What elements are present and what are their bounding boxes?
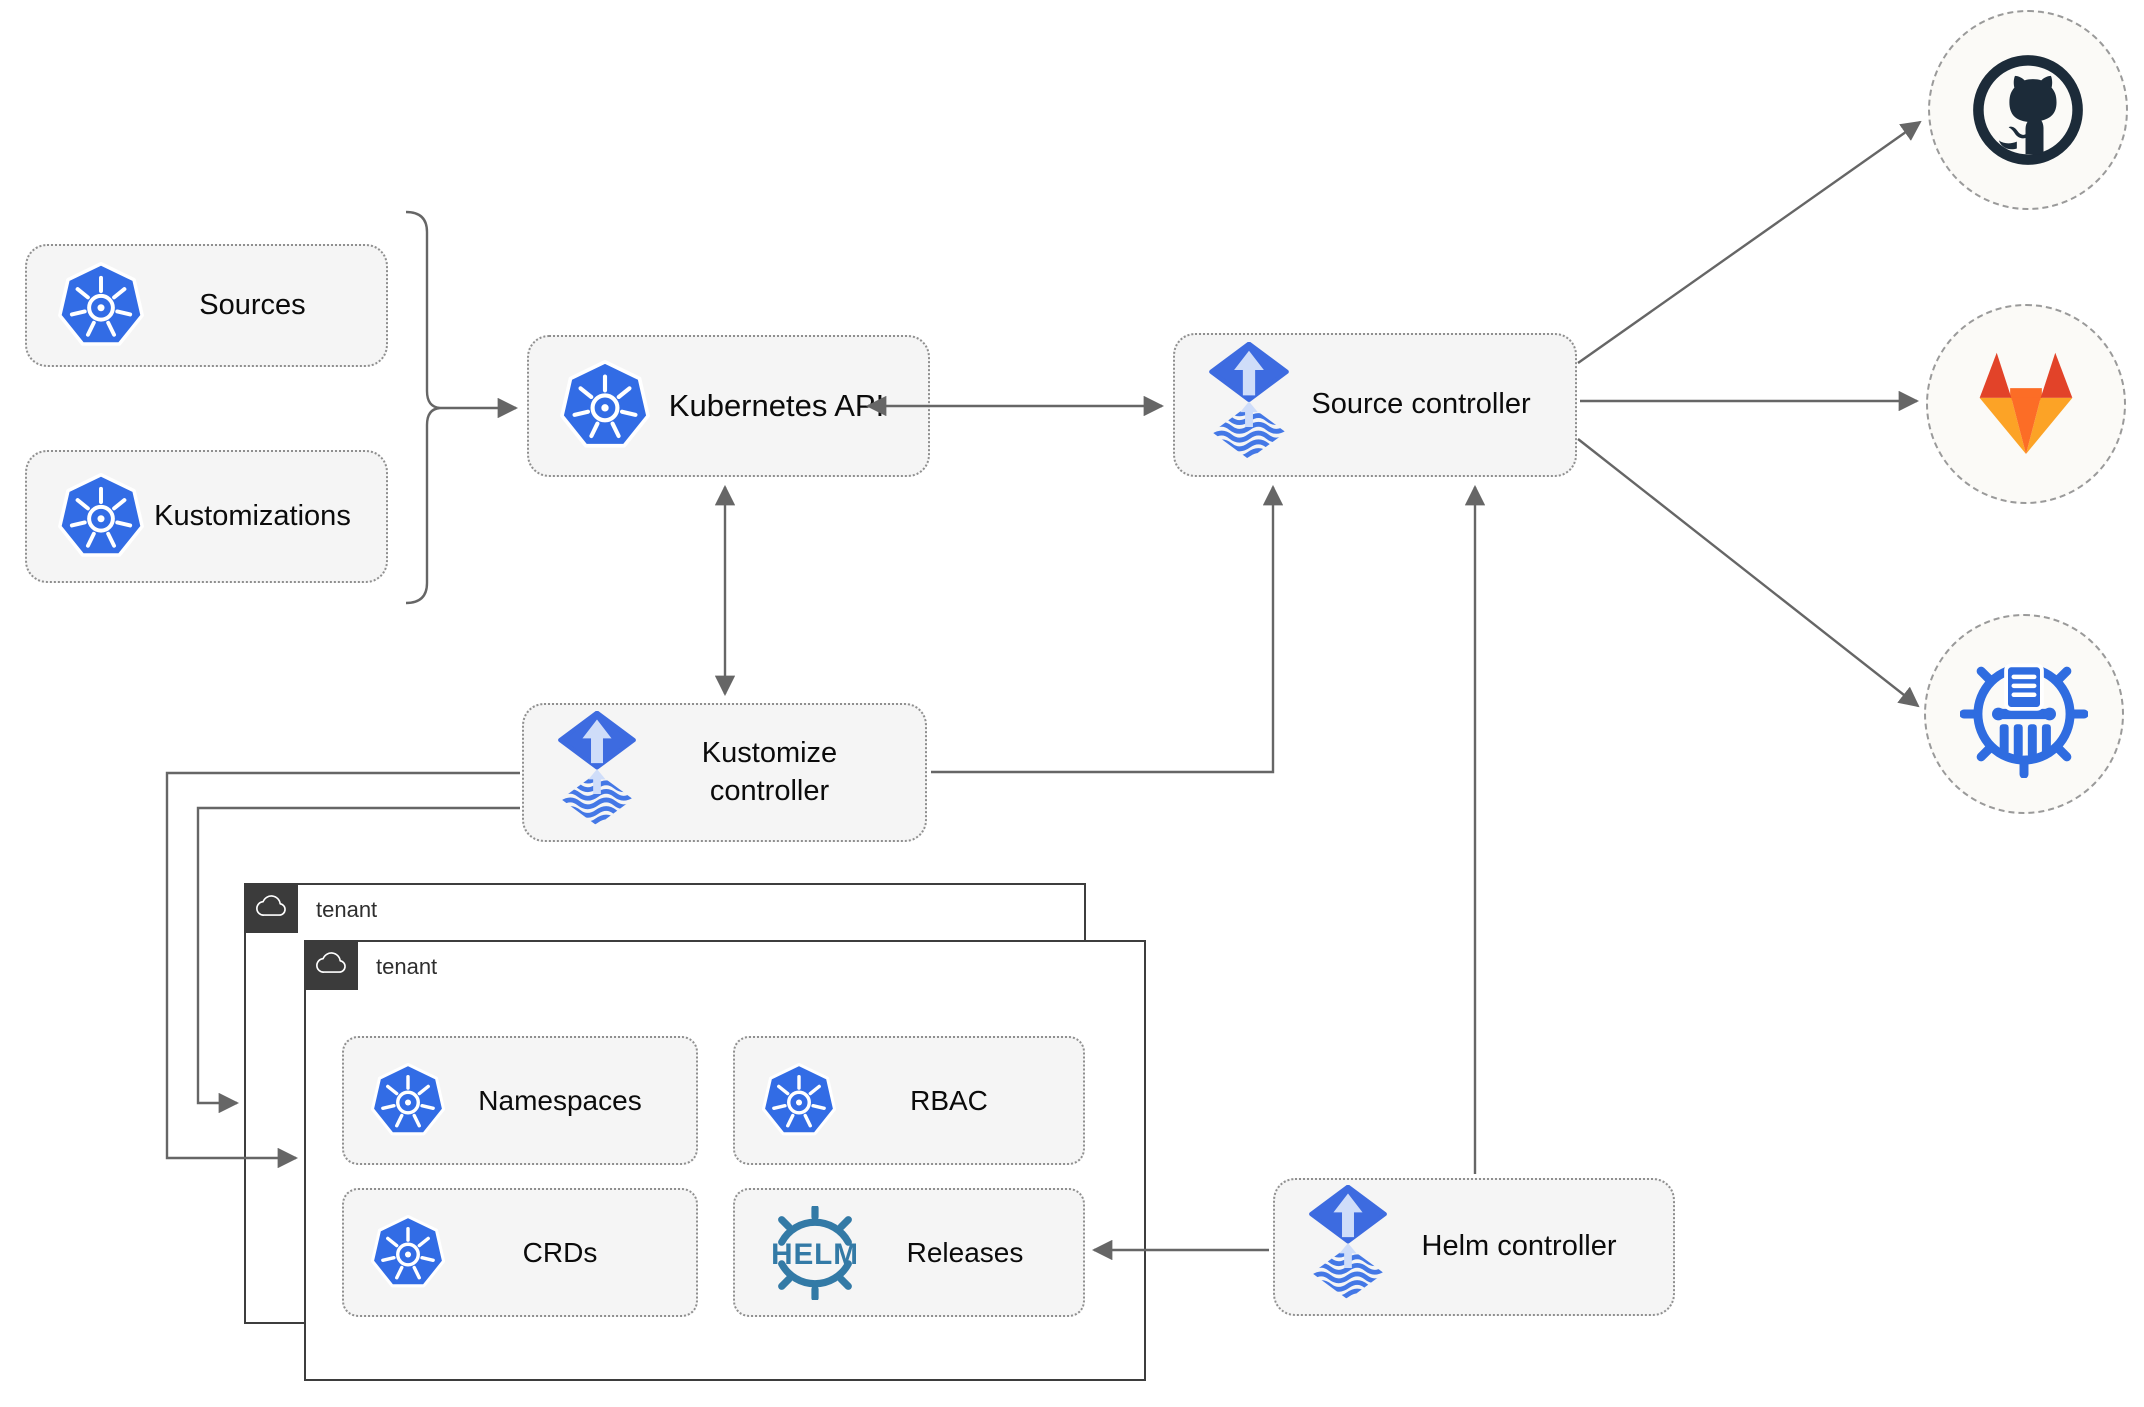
kubernetes-icon bbox=[57, 262, 145, 350]
gitlab-endpoint bbox=[1926, 304, 2126, 504]
releases-label: Releases bbox=[906, 1236, 1024, 1268]
kubernetes-icon bbox=[370, 1215, 446, 1291]
chartmuseum-icon bbox=[1960, 650, 2088, 778]
tenant-label: tenant bbox=[316, 897, 378, 922]
tenant-tab bbox=[303, 939, 358, 990]
flux-icon bbox=[1305, 1185, 1391, 1309]
namespaces-label: Namespaces bbox=[478, 1084, 642, 1116]
github-icon bbox=[1966, 48, 2090, 172]
kubernetes-icon bbox=[57, 473, 145, 561]
kustomize-controller-node: Kustomize controller bbox=[522, 703, 927, 842]
edge-source-to-github bbox=[1577, 120, 1922, 364]
releases-node: HELM Releases bbox=[733, 1188, 1085, 1317]
helm-controller-label: Helm controller bbox=[1421, 1230, 1617, 1263]
rbac-node: RBAC bbox=[733, 1036, 1085, 1165]
edge-kustomize-to-source bbox=[931, 484, 1284, 774]
kubernetes-api-label: Kubernetes API bbox=[668, 388, 885, 424]
helm-logo-text: HELM bbox=[771, 1237, 859, 1270]
kustomize-controller-label: Kustomize controller bbox=[701, 737, 838, 807]
kustomizations-label: Kustomizations bbox=[154, 499, 351, 532]
source-controller-node: Source controller bbox=[1173, 333, 1577, 477]
kubernetes-icon bbox=[370, 1063, 446, 1139]
cloud-icon bbox=[252, 894, 290, 921]
kustomizations-node: Kustomizations bbox=[25, 450, 388, 583]
helm-controller-node: Helm controller bbox=[1273, 1178, 1675, 1316]
crds-node: CRDs bbox=[342, 1188, 698, 1317]
github-endpoint bbox=[1928, 10, 2128, 210]
edge-source-to-chartmuseum bbox=[1577, 438, 1920, 708]
kubernetes-icon bbox=[761, 1063, 837, 1139]
gitlab-icon bbox=[1965, 349, 2087, 459]
chartmuseum-endpoint bbox=[1924, 614, 2124, 814]
tenant-box-front: tenant Namespaces RBAC CRDs bbox=[303, 939, 1146, 1381]
crds-label: CRDs bbox=[522, 1236, 598, 1268]
bracket-sources-group bbox=[405, 210, 441, 605]
flux-icon bbox=[1205, 342, 1293, 469]
sources-label: Sources bbox=[199, 288, 306, 321]
namespaces-node: Namespaces bbox=[342, 1036, 698, 1165]
cloud-icon bbox=[312, 951, 350, 978]
source-controller-label: Source controller bbox=[1311, 388, 1531, 421]
sources-node: Sources bbox=[25, 244, 388, 367]
tenant-label: tenant bbox=[376, 954, 438, 979]
kubernetes-icon bbox=[559, 360, 651, 452]
tenant-tab bbox=[243, 882, 298, 933]
helm-logo: HELM bbox=[771, 1205, 859, 1300]
flux-icon bbox=[554, 711, 640, 835]
kubernetes-api-node: Kubernetes API bbox=[527, 335, 930, 477]
rbac-label: RBAC bbox=[910, 1084, 988, 1116]
